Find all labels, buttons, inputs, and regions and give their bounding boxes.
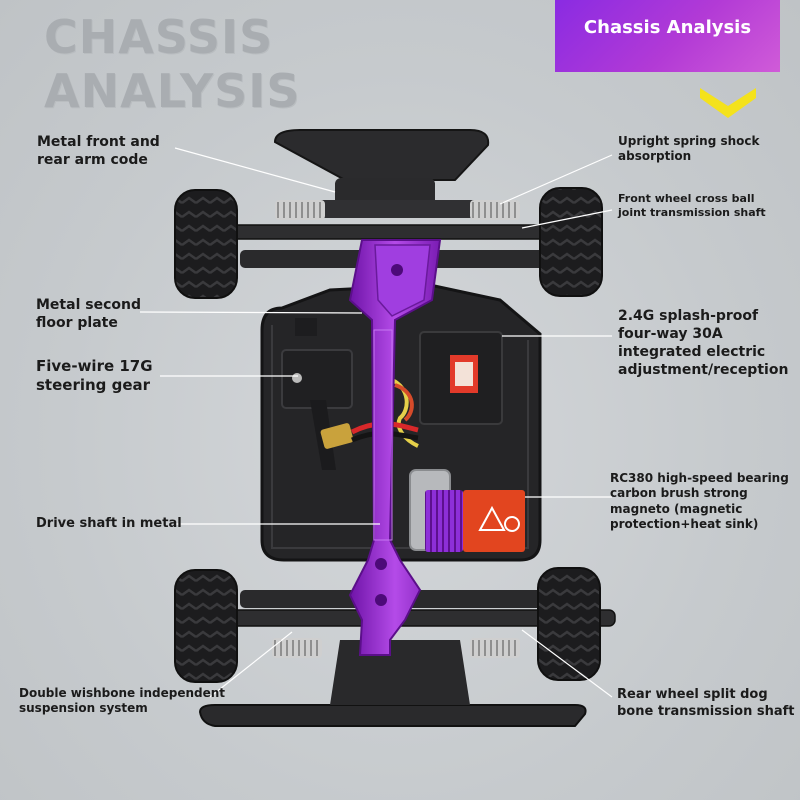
big-title-line1: CHASSIS	[44, 10, 274, 64]
label-esc: 2.4G splash-proof four-way 30A integrate…	[618, 308, 789, 378]
label-metal-floor: Metal second floor plate	[36, 297, 141, 331]
label-rear-wheel: Rear wheel split dog bone transmission s…	[617, 687, 795, 719]
front-right-tire	[539, 187, 603, 297]
leader-wishbone	[209, 631, 293, 698]
front-bumper	[273, 129, 490, 181]
rear-bumper	[198, 704, 587, 727]
label-wishbone: Double wishbone independent suspension s…	[19, 686, 226, 716]
leader-lines	[139, 147, 613, 698]
magnetic-shield	[463, 490, 525, 552]
big-title-line2: ANALYSIS	[44, 64, 301, 118]
front-left-tire	[174, 189, 238, 299]
leader-spring-shock	[499, 154, 613, 205]
big-title: CHASSIS ANALYSIS	[44, 10, 301, 118]
leader-front-wheel	[521, 209, 613, 229]
rear-left-tire	[174, 569, 238, 683]
label-motor: RC380 high-speed bearing carbon brush st…	[610, 471, 789, 532]
badge-label: Chassis Analysis	[583, 17, 752, 38]
rear-right-tire	[537, 567, 601, 681]
label-steering: Five-wire 17G steering gear	[36, 357, 153, 395]
leader-rear-wheel	[521, 629, 613, 698]
label-spring-shock: Upright spring shock absorption	[618, 134, 760, 164]
leader-metal-floor	[139, 311, 363, 314]
heat-sink	[425, 490, 463, 552]
leader-metal-arm	[174, 147, 336, 193]
chevron-down-icon	[700, 88, 756, 118]
front-spring-shocks	[275, 200, 520, 220]
rear-spring-shocks	[272, 638, 520, 658]
label-metal-arm: Metal front and rear arm code	[37, 134, 160, 168]
label-drive-shaft: Drive shaft in metal	[36, 516, 182, 531]
label-front-wheel: Front wheel cross ball joint transmissio…	[618, 192, 766, 220]
front-upper-arm	[179, 224, 601, 240]
title-badge: Chassis Analysis	[555, 0, 780, 72]
